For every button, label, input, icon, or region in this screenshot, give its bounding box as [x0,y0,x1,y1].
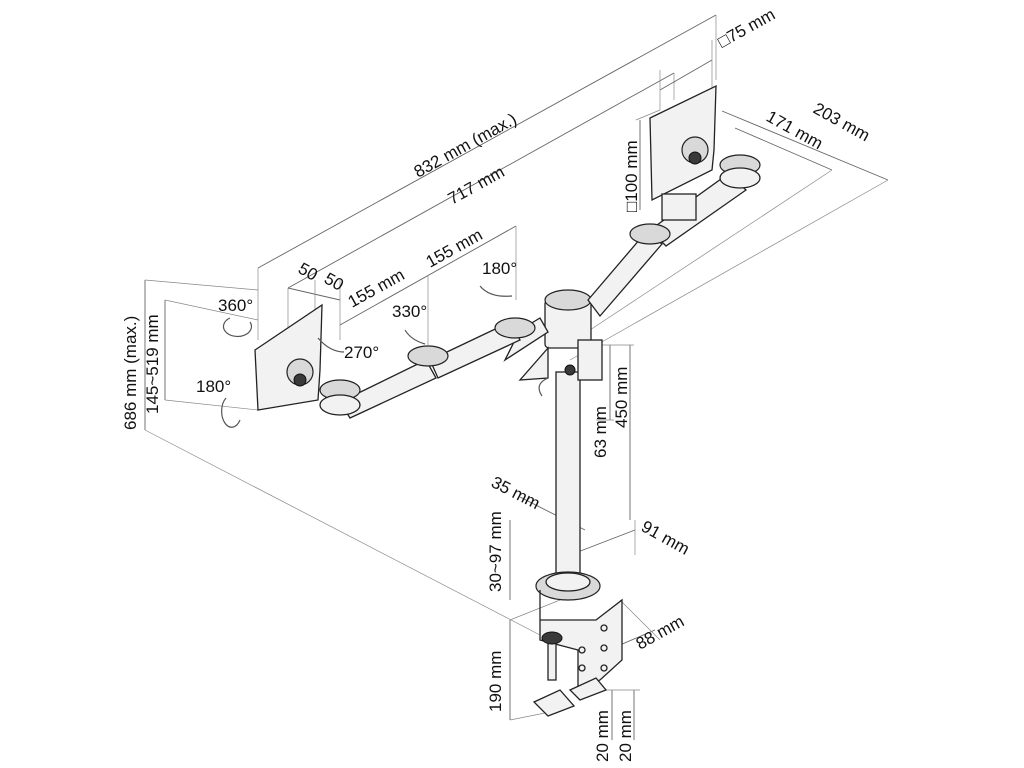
label-clamp-range: 30~97 mm [486,511,505,592]
label-rot-330: 330° [392,302,427,321]
label-rot-180-left: 180° [196,377,231,396]
label-pole-diameter: 35 mm [488,473,543,514]
desk-clamp [532,571,623,717]
right-arm [587,154,761,318]
label-clamp-88: 88 mm [633,612,688,654]
label-seg-50a: 50 [295,259,321,285]
pole [555,371,581,583]
left-vesa-plate [254,303,323,411]
label-clamp-190: 190 mm [486,651,505,712]
label-vesa-75: □75 mm [715,5,779,52]
label-height-range: 145~519 mm [143,314,162,414]
label-rot-180-top: 180° [482,259,517,278]
label-foot-20a: 20 mm [593,710,612,762]
label-foot-20b: 20 mm [616,710,635,762]
label-seg-50b: 50 [321,269,347,295]
label-total: 717 mm [445,162,508,208]
top-collar [518,289,603,397]
left-arm [319,317,549,419]
label-rot-360: 360° [218,296,253,315]
label-pole-450: 450 mm [612,367,631,428]
label-vesa-100: □100 mm [622,140,641,212]
rotation-arrows [221,285,513,428]
label-height-max: 686 mm (max.) [121,316,140,430]
label-rot-270: 270° [344,343,379,362]
label-pole-63: 63 mm [591,406,610,458]
label-base-91: 91 mm [638,517,693,559]
dimension-labels: □75 mm □100 mm 832 mm (max.) 717 mm 203 … [121,5,873,762]
label-total-max: 832 mm (max.) [411,109,520,181]
right-vesa-plate [649,84,717,221]
dimension-lines [144,14,889,740]
